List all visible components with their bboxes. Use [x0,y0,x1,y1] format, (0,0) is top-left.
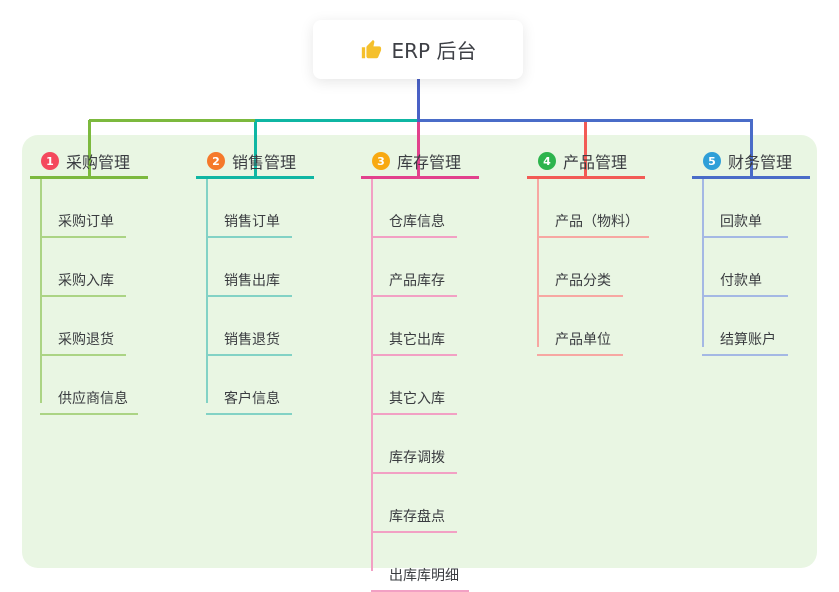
connector-rail-right [418,119,753,122]
child-node[interactable]: 客户信息 [206,356,292,415]
child-node[interactable]: 产品分类 [537,238,623,297]
child-node[interactable]: 产品库存 [371,238,457,297]
connector-drop-1 [87,120,91,179]
connector-drop-5 [749,120,753,179]
child-node[interactable]: 产品单位 [537,297,623,356]
branch-number-badge: 5 [703,152,721,170]
child-node[interactable]: 销售出库 [206,238,292,297]
child-node[interactable]: 销售订单 [206,179,292,238]
branch-number-badge: 3 [372,152,390,170]
child-connector-line [40,179,42,403]
background-panel [22,135,817,568]
branch-node-5[interactable]: 5 财务管理 [692,146,810,179]
child-connector-line [371,179,373,571]
branch-number-badge: 2 [207,152,225,170]
child-node[interactable]: 采购入库 [40,238,126,297]
branch-label: 财务管理 [728,153,793,172]
connector-root-stem [417,79,420,122]
branch-node-4[interactable]: 4 产品管理 [527,146,645,179]
child-connector-line [702,179,704,347]
branch-node-1[interactable]: 1 采购管理 [30,146,148,179]
child-node[interactable]: 结算账户 [702,297,788,356]
branch-number-badge: 4 [538,152,556,170]
branch-label: 产品管理 [563,153,628,172]
branch-label: 库存管理 [397,153,462,172]
branch-node-3[interactable]: 3 库存管理 [361,146,479,179]
branch-label: 销售管理 [232,153,297,172]
branch-children-4: 产品（物料）产品分类产品单位 [537,179,649,356]
branch-label: 采购管理 [66,153,131,172]
child-node[interactable]: 供应商信息 [40,356,138,415]
thumbs-up-icon [360,39,382,61]
child-node[interactable]: 仓库信息 [371,179,457,238]
connector-drop-3 [417,120,420,179]
root-node-label: ERP 后台 [391,39,477,63]
child-node[interactable]: 其它出库 [371,297,457,356]
branch-number-badge: 1 [41,152,59,170]
child-node[interactable]: 出库库明细 [371,533,469,592]
child-node[interactable]: 库存调拨 [371,415,457,474]
child-node[interactable]: 回款单 [702,179,788,238]
child-connector-line [206,179,208,403]
child-node[interactable]: 其它入库 [371,356,457,415]
child-node[interactable]: 库存盘点 [371,474,457,533]
connector-rail-left [89,119,255,122]
root-node[interactable]: ERP 后台 [313,20,523,79]
child-node[interactable]: 采购订单 [40,179,126,238]
child-connector-line [537,179,539,347]
branch-children-3: 仓库信息产品库存其它出库其它入库库存调拨库存盘点出库库明细 [371,179,469,592]
branch-node-2[interactable]: 2 销售管理 [196,146,314,179]
child-node[interactable]: 付款单 [702,238,788,297]
connector-drop-2 [253,120,257,179]
connector-drop-4 [584,120,587,179]
child-node[interactable]: 销售退货 [206,297,292,356]
branch-children-1: 采购订单采购入库采购退货供应商信息 [40,179,138,415]
child-node[interactable]: 采购退货 [40,297,126,356]
branch-children-2: 销售订单销售出库销售退货客户信息 [206,179,292,415]
child-node[interactable]: 产品（物料） [537,179,649,238]
branch-children-5: 回款单付款单结算账户 [702,179,788,356]
connector-rail-mid [255,119,419,122]
